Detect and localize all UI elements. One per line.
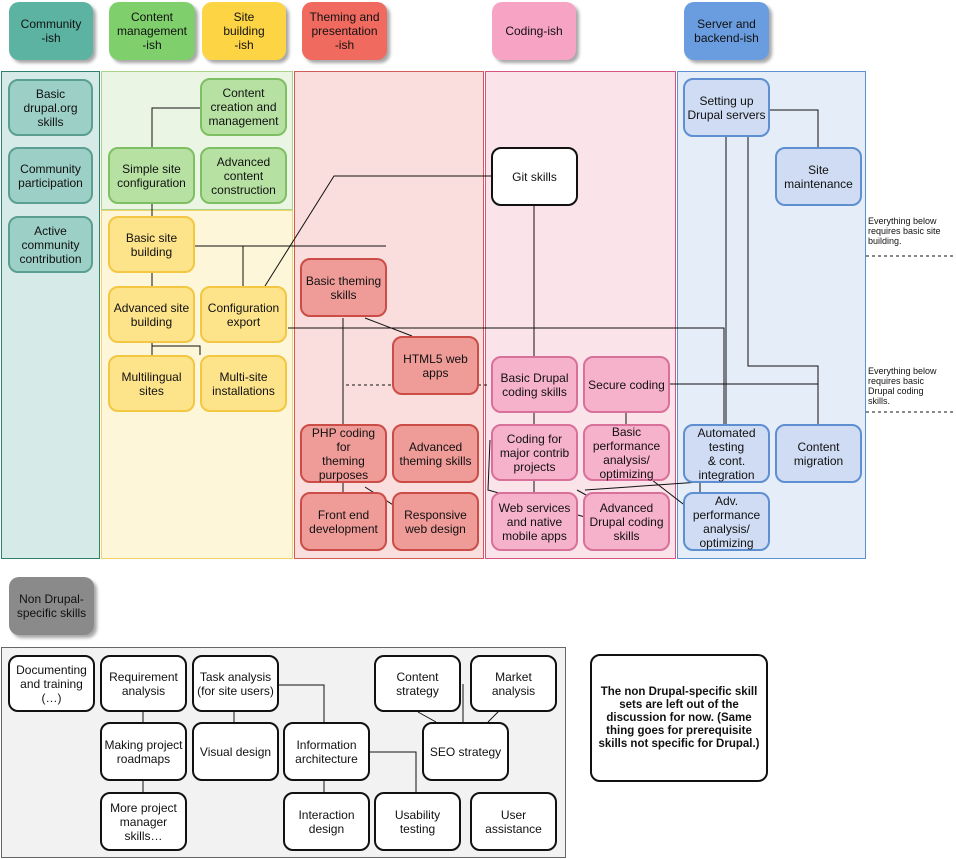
node-active-community-contribution: Active community contribution <box>8 216 93 273</box>
connector <box>193 245 244 286</box>
node-basic-theming-skills: Basic theming skills <box>300 258 387 317</box>
node-site-maintenance: Site maintenance <box>775 147 862 206</box>
node-advanced-site-building: Advanced site building <box>108 286 195 343</box>
connector <box>276 684 325 722</box>
node-multilingual-sites: Multilingual sites <box>108 355 195 412</box>
header-site-building: Site building -ish <box>202 2 286 60</box>
node-automated-testing: Automated testing & cont. integration <box>683 424 770 483</box>
connector <box>768 109 819 148</box>
node-multi-site-installations: Multi-site installations <box>200 355 287 412</box>
node-visual-design: Visual design <box>192 722 279 781</box>
node-simple-site-configuration: Simple site configuration <box>108 147 195 204</box>
node-usability-testing: Usability testing <box>374 792 461 851</box>
node-configuration-export: Configuration export <box>200 286 287 343</box>
node-coding-major-contrib: Coding for major contrib projects <box>491 424 578 481</box>
node-advanced-drupal-coding: Advanced Drupal coding skills <box>583 492 670 551</box>
header-server: Server and backend-ish <box>684 2 769 60</box>
note-coding: Everything below requires basic Drupal c… <box>868 366 937 406</box>
node-front-end-development: Front end development <box>300 492 387 551</box>
node-task-analysis: Task analysis (for site users) <box>192 655 279 712</box>
node-more-pm-skills: More project manager skills… <box>100 792 187 851</box>
dashed-connector <box>342 384 490 424</box>
node-advanced-content-construction: Advanced content construction <box>200 147 287 204</box>
node-git-skills: Git skills <box>491 147 578 206</box>
connector <box>417 711 437 723</box>
node-market-analysis: Market analysis <box>470 655 557 712</box>
node-user-assistance: User assistance <box>470 792 557 851</box>
connector <box>364 317 413 337</box>
node-web-services-mobile: Web services and native mobile apps <box>491 492 578 551</box>
connector <box>264 175 491 287</box>
disclaimer-box: The non Drupal-specific skill sets are l… <box>590 654 768 782</box>
node-content-strategy: Content strategy <box>374 655 461 712</box>
node-basic-drupal-org-skills: Basic drupal.org skills <box>8 79 93 136</box>
node-adv-performance: Adv. performance analysis/ optimizing <box>683 492 770 551</box>
node-basic-site-building: Basic site building <box>108 216 195 273</box>
node-interaction-design: Interaction design <box>283 792 370 851</box>
connector <box>370 751 417 792</box>
node-basic-performance: Basic performance analysis/ optimizing <box>583 424 670 481</box>
header-coding: Coding-ish <box>492 2 576 60</box>
node-content-creation: Content creation and management <box>200 78 287 136</box>
node-content-migration: Content migration <box>775 424 862 483</box>
note-site-building: Everything below requires basic site bui… <box>868 216 941 246</box>
connector <box>151 107 200 155</box>
connector <box>747 132 819 424</box>
node-html5-web-apps: HTML5 web apps <box>392 336 479 395</box>
header-content-management: Content management -ish <box>109 2 195 60</box>
connector <box>487 709 501 723</box>
node-basic-drupal-coding-skills: Basic Drupal coding skills <box>491 356 578 413</box>
node-setting-up-servers: Setting up Drupal servers <box>683 78 770 137</box>
header-theming: Theming and presentation -ish <box>302 2 387 60</box>
node-seo-strategy: SEO strategy <box>422 722 509 781</box>
node-advanced-theming-skills: Advanced theming skills <box>392 424 479 483</box>
header-community: Community -ish <box>9 2 93 60</box>
node-documenting-training: Documenting and training (…) <box>8 655 95 712</box>
node-php-coding-theming: PHP coding for theming purposes <box>300 424 387 483</box>
connector <box>584 481 701 491</box>
node-secure-coding: Secure coding <box>583 356 670 413</box>
connector <box>288 327 725 424</box>
node-requirement-analysis: Requirement analysis <box>100 655 187 712</box>
node-making-project-roadmaps: Making project roadmaps <box>100 722 187 781</box>
node-community-participation: Community participation <box>8 147 93 204</box>
connector <box>668 383 819 424</box>
header-non-drupal: Non Drupal- specific skills <box>9 577 94 635</box>
node-responsive-web-design: Responsive web design <box>392 492 479 551</box>
node-information-architecture: Information architecture <box>283 722 370 781</box>
